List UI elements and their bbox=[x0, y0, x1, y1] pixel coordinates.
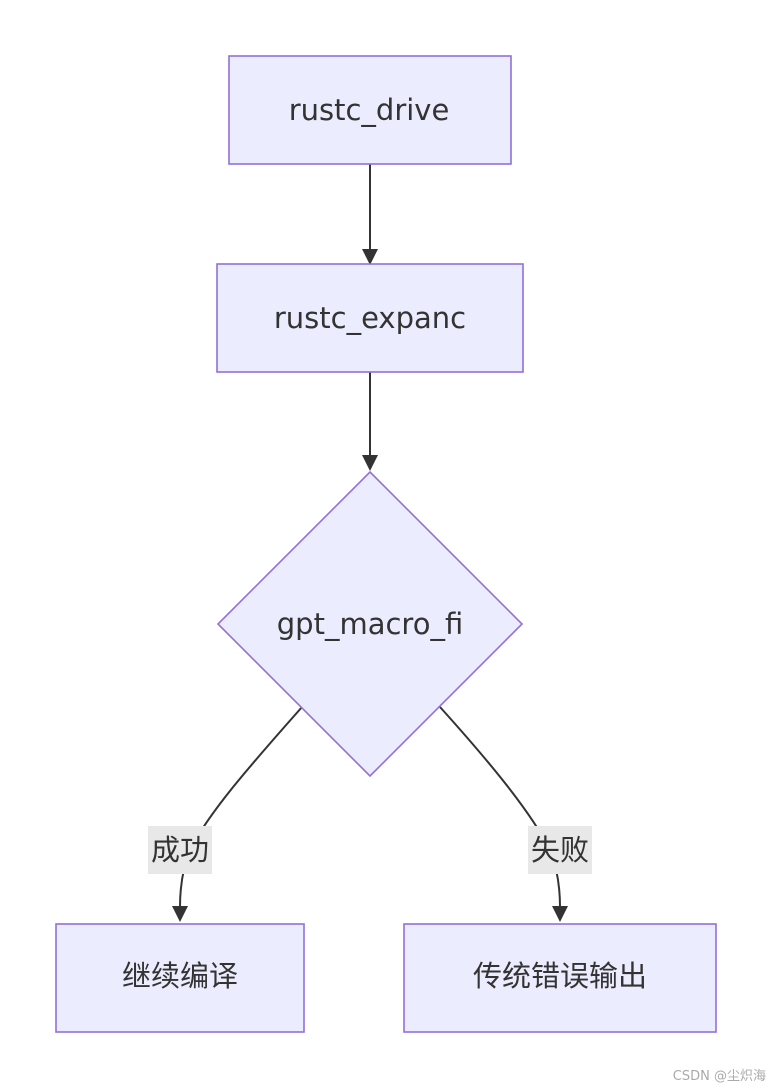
arrowhead-icon bbox=[362, 455, 378, 471]
arrowhead-icon bbox=[172, 906, 188, 922]
node-decision-gpt-macro-fix: gpt_macro_fi bbox=[216, 470, 524, 778]
node-label-decision: gpt_macro_fi bbox=[277, 607, 463, 641]
edge-decision-to-continue bbox=[172, 706, 303, 922]
node-label-continue: 继续编译 bbox=[122, 959, 238, 993]
edge-label-success: 成功 bbox=[148, 826, 212, 874]
watermark-text: CSDN @尘炽海 bbox=[673, 1069, 766, 1084]
edge-expand-to-decision bbox=[362, 372, 378, 471]
success-label: 成功 bbox=[151, 833, 209, 867]
arrowhead-icon bbox=[552, 906, 568, 922]
node-error-output: 传统错误输出 bbox=[403, 923, 717, 1033]
edge-label-failure: 失败 bbox=[528, 826, 592, 874]
failure-label: 失败 bbox=[531, 833, 589, 867]
node-rustc-expand: rustc_expanc bbox=[216, 263, 524, 373]
node-label-expand: rustc_expanc bbox=[274, 301, 466, 335]
node-rustc-driver: rustc_drive bbox=[228, 55, 512, 165]
node-label-error: 传统错误输出 bbox=[473, 959, 647, 993]
edge-driver-to-expand bbox=[362, 164, 378, 265]
arrowhead-icon bbox=[362, 249, 378, 265]
node-continue-compile: 继续编译 bbox=[55, 923, 305, 1033]
node-label-driver: rustc_drive bbox=[289, 93, 450, 127]
edge-decision-to-error bbox=[439, 706, 568, 922]
